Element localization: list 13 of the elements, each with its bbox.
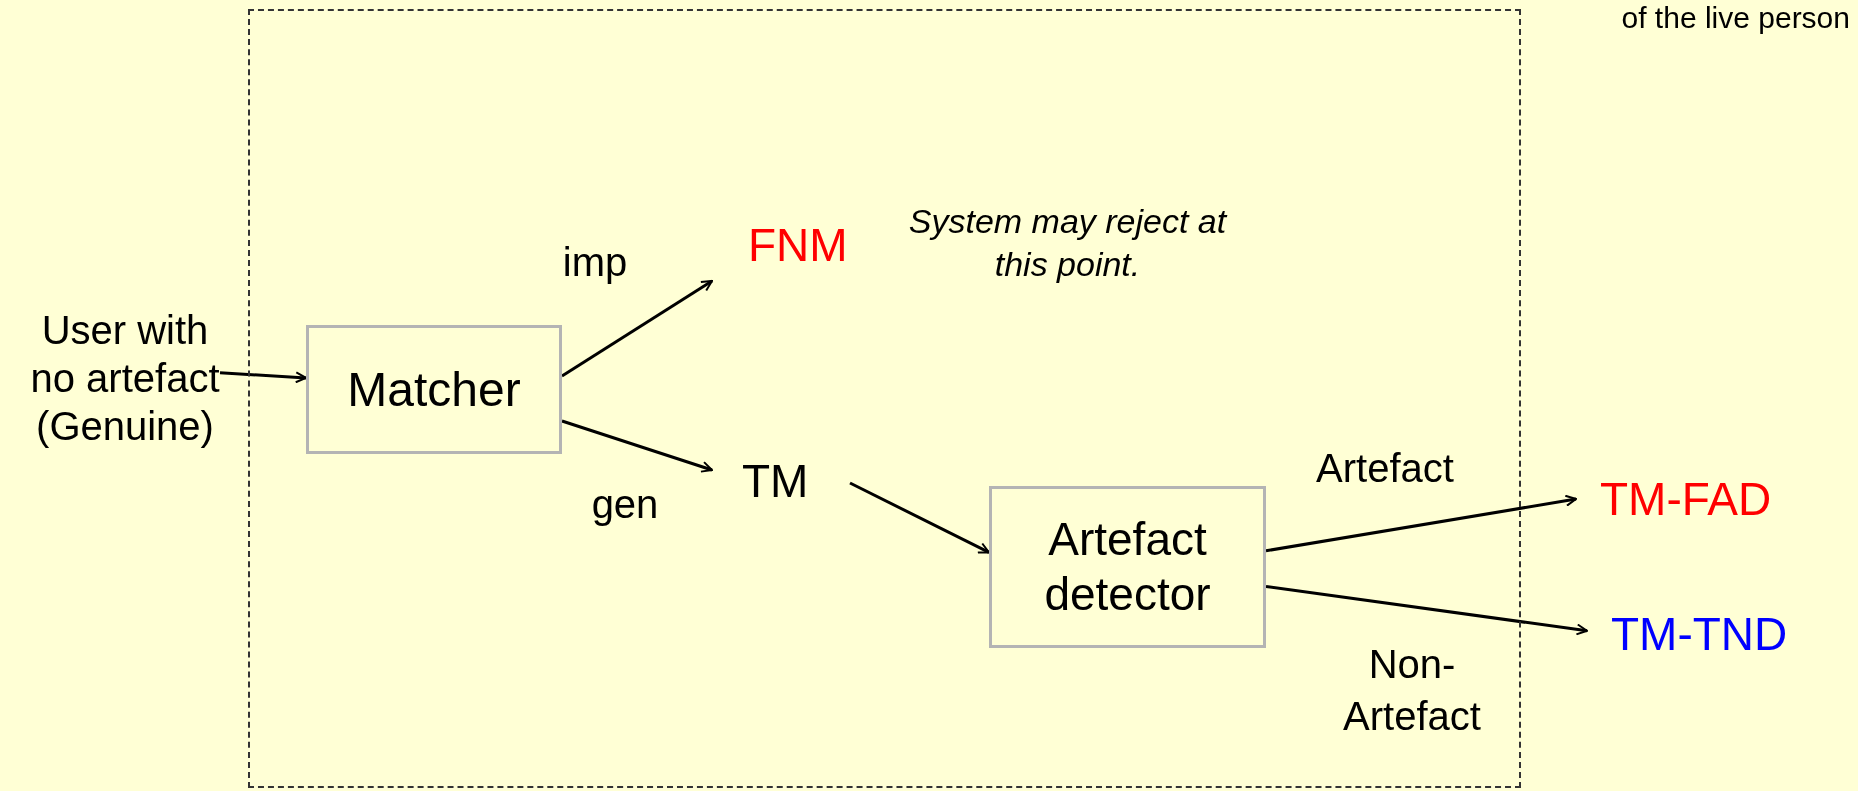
outcome-text: TM-TND — [1587, 602, 1847, 666]
arrow — [219, 371, 307, 384]
arrow — [1265, 494, 1577, 553]
process-box: Matcher — [306, 325, 562, 454]
arrow — [849, 481, 990, 554]
input-text: User with no artefact (Genuine) — [30, 278, 220, 478]
arrow — [1265, 584, 1588, 636]
process-box: Artefact detector — [989, 486, 1266, 648]
outcome-text: TM-FAD — [1576, 468, 1826, 530]
arrow — [561, 279, 713, 378]
arrow — [561, 419, 713, 473]
outcome-text: TM — [712, 448, 850, 514]
note-text: System may reject at this point. — [907, 201, 1229, 285]
